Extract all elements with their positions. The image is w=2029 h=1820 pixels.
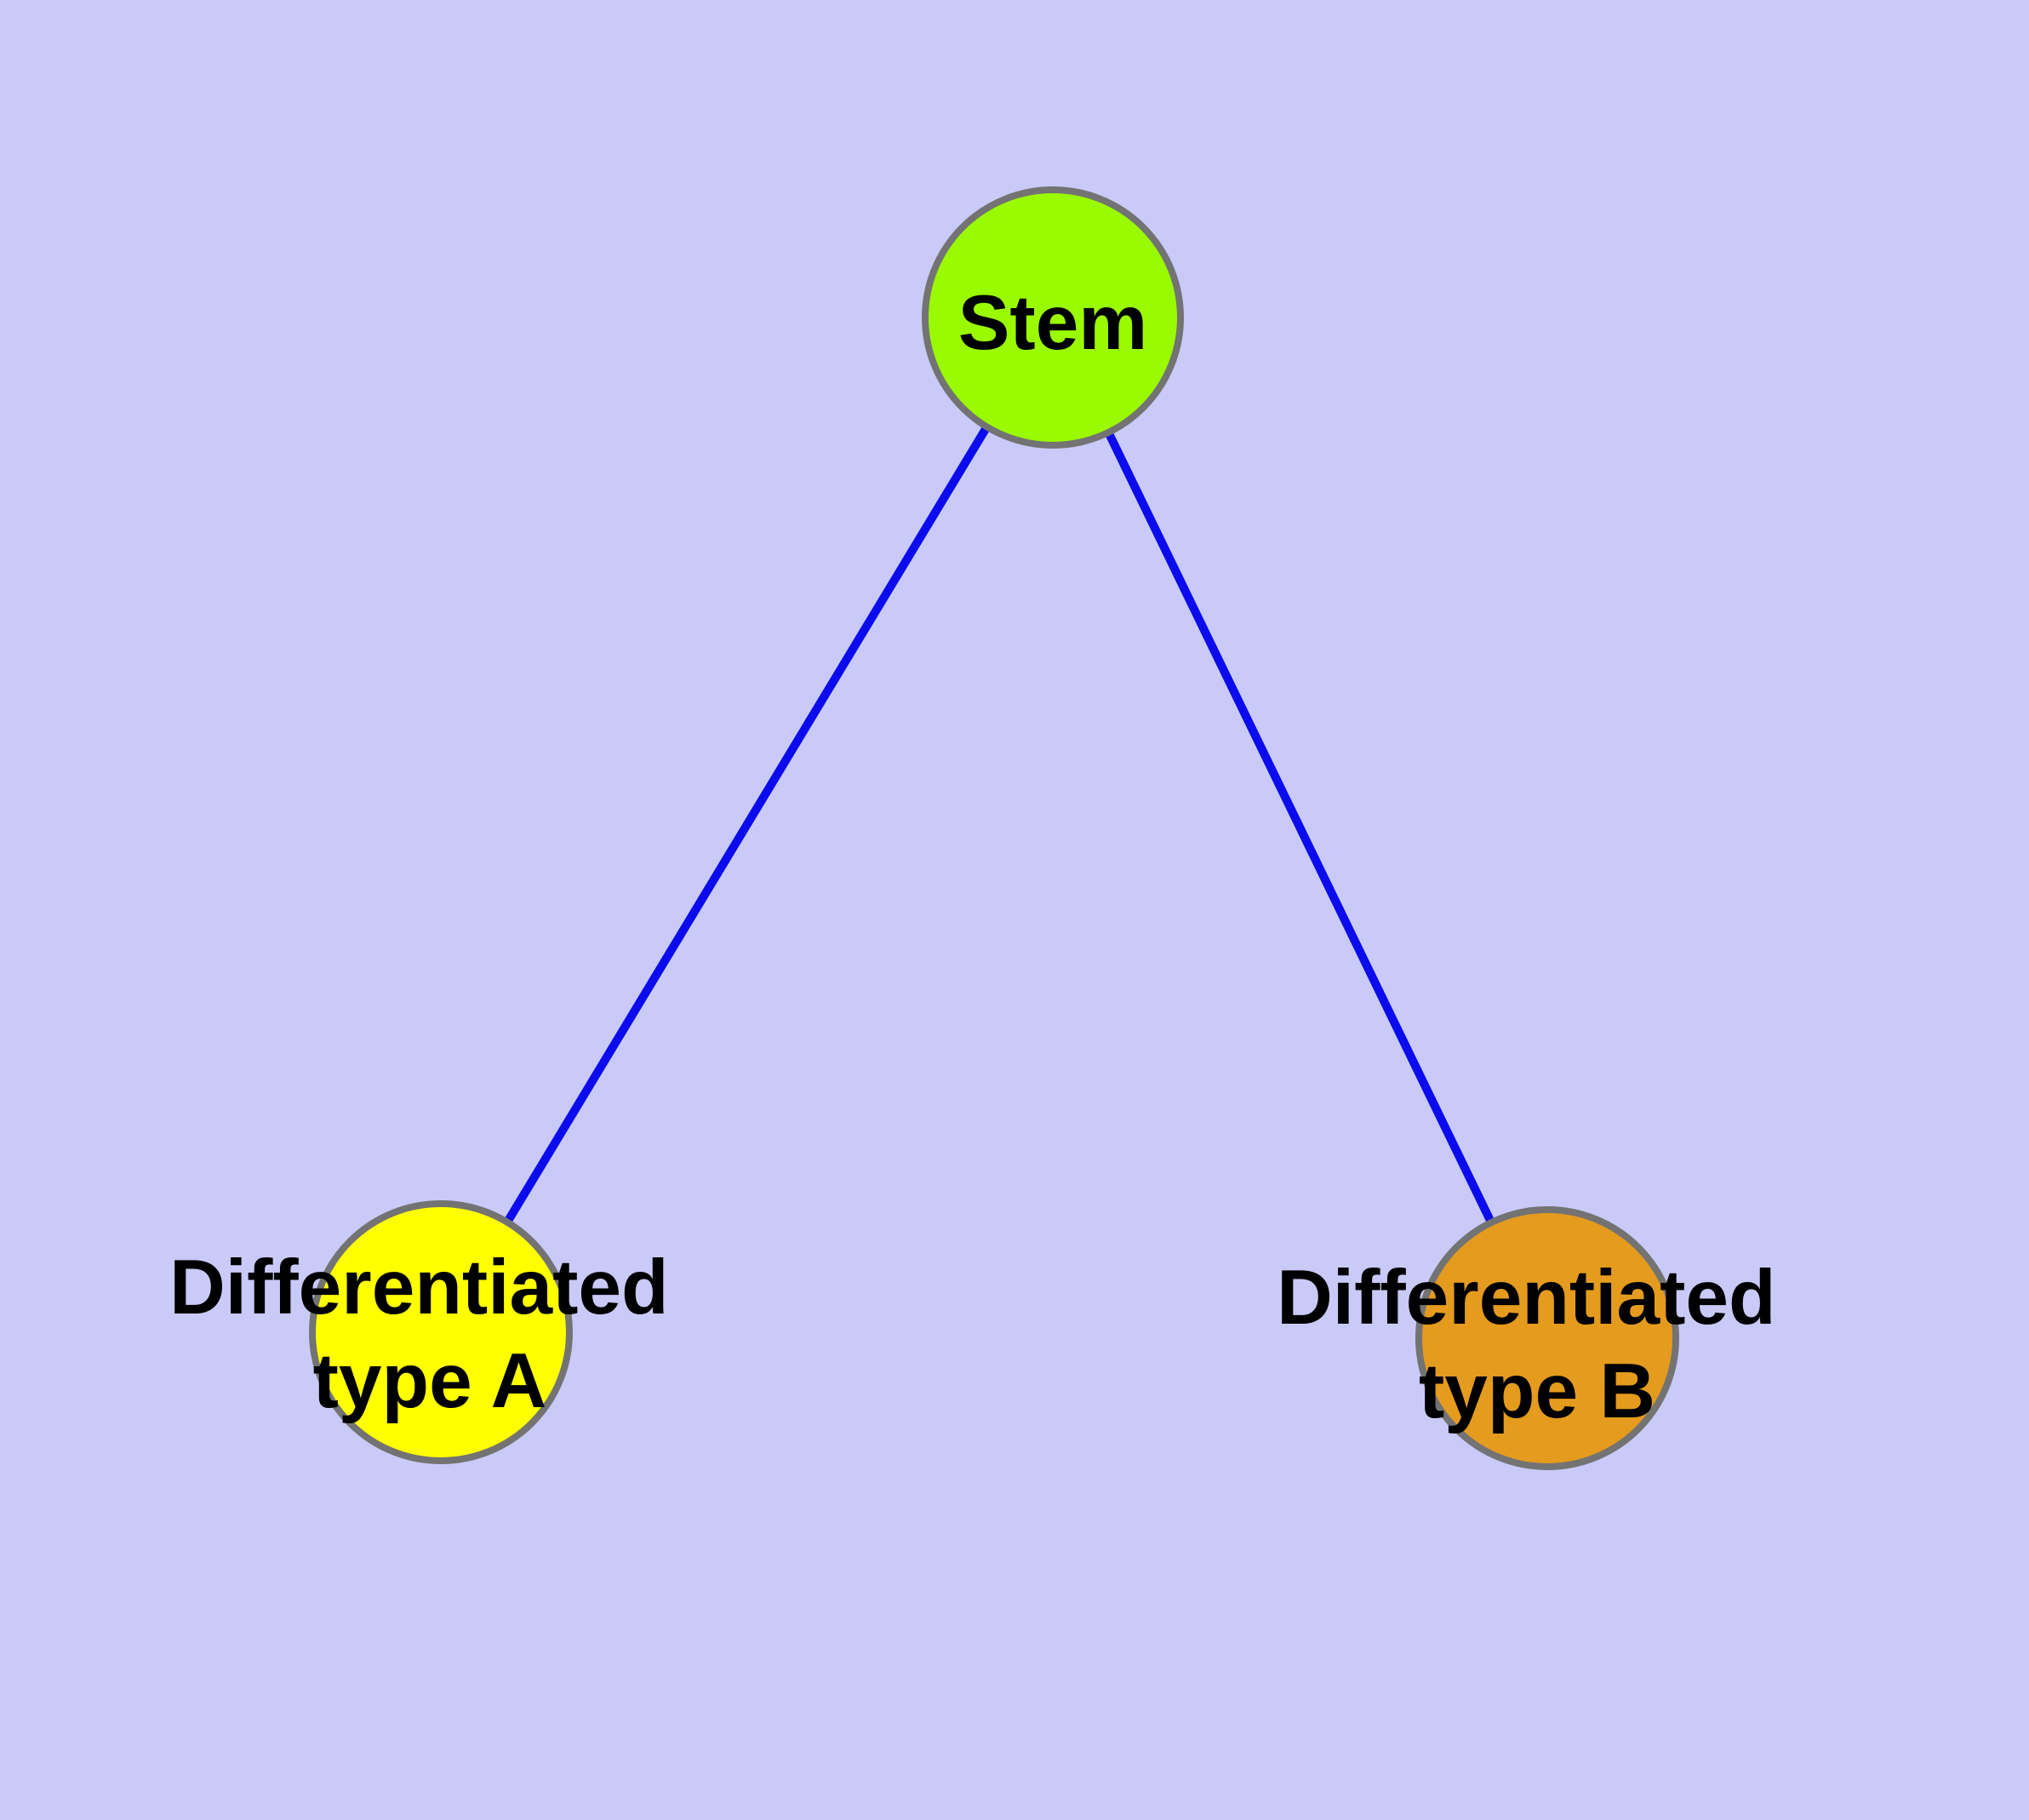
node-stem-circle xyxy=(922,186,1184,449)
node-type-a-label-line1: Differentiated xyxy=(169,1245,669,1331)
edge-stem-to-type-a xyxy=(437,315,1057,1335)
node-type-a-circle xyxy=(309,1200,573,1464)
node-type-a-label-line2: type A xyxy=(313,1338,547,1424)
node-type-b-circle xyxy=(1415,1206,1679,1470)
node-type-a-label: Differentiated type A xyxy=(169,1245,690,1424)
node-type-b-label-line2: type B xyxy=(1419,1348,1655,1434)
node-type-b-label: Differentiated type B xyxy=(1277,1255,1798,1434)
node-stem-label: Stem xyxy=(958,280,1148,366)
node-type-b-label-line1: Differentiated xyxy=(1277,1255,1776,1341)
edge-stem-to-type-b xyxy=(1049,315,1552,1341)
